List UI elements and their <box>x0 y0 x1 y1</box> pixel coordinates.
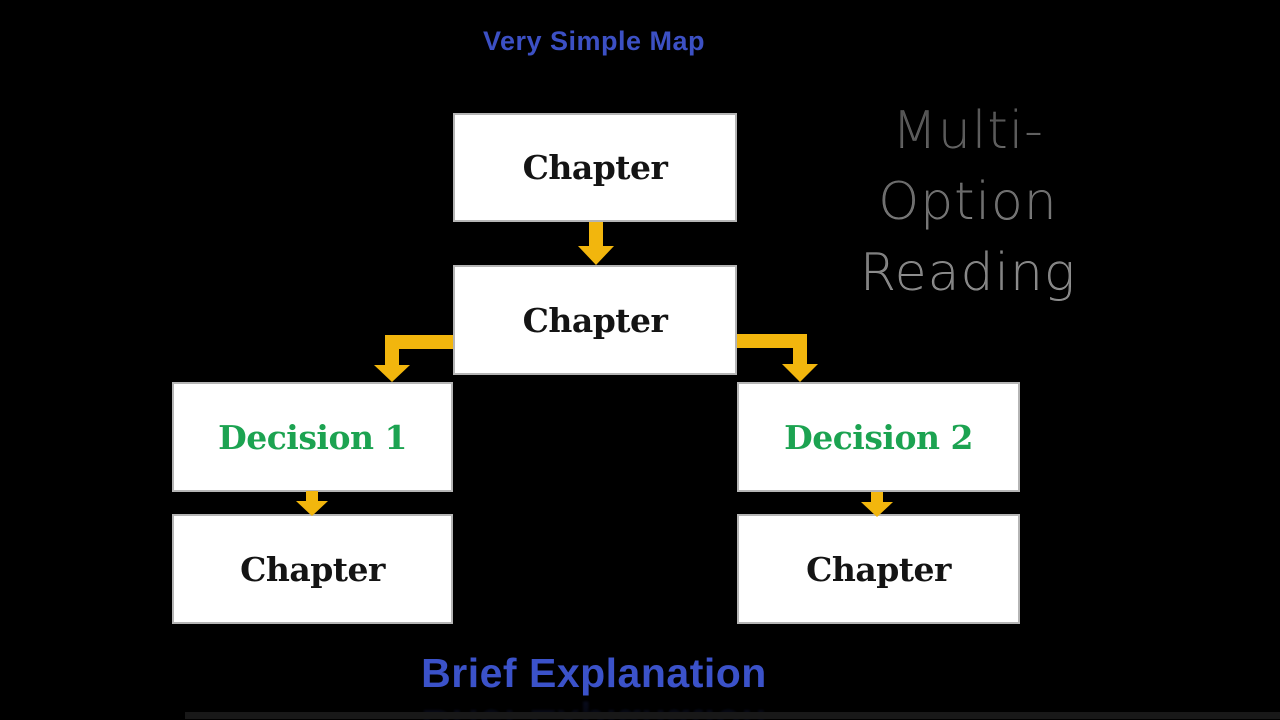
node-decision-2: Decision 2 <box>737 382 1020 492</box>
node-chapter-bottom-right: Chapter <box>737 514 1020 624</box>
node-chapter-top: Chapter <box>453 113 737 222</box>
node-chapter-bottom-left: Chapter <box>172 514 453 624</box>
chapter-label: Chapter <box>806 549 951 589</box>
footer-title: Brief Explanation <box>421 650 767 696</box>
arrow-down-icon <box>295 491 329 516</box>
bottom-strip <box>185 712 1280 719</box>
decision-label: Decision 2 <box>784 417 973 457</box>
chapter-label: Chapter <box>240 549 385 589</box>
arrow-elbow-left-icon <box>374 335 453 382</box>
side-heading-line-1: Multi- <box>892 101 1044 161</box>
chapter-label: Chapter <box>522 148 668 187</box>
arrow-down-icon <box>860 492 894 517</box>
arrow-elbow-right-icon <box>737 334 818 382</box>
node-chapter-mid: Chapter <box>453 265 737 375</box>
side-heading-line-3: Reading <box>859 243 1077 303</box>
node-decision-1: Decision 1 <box>172 382 453 492</box>
side-heading-line-2: Option <box>878 172 1058 232</box>
side-heading: Multi- Option Reading <box>830 96 1106 309</box>
arrow-down-icon <box>576 222 616 265</box>
chapter-label: Chapter <box>522 300 668 340</box>
decision-label: Decision 1 <box>218 417 407 457</box>
slide-title: Very Simple Map <box>482 26 706 56</box>
